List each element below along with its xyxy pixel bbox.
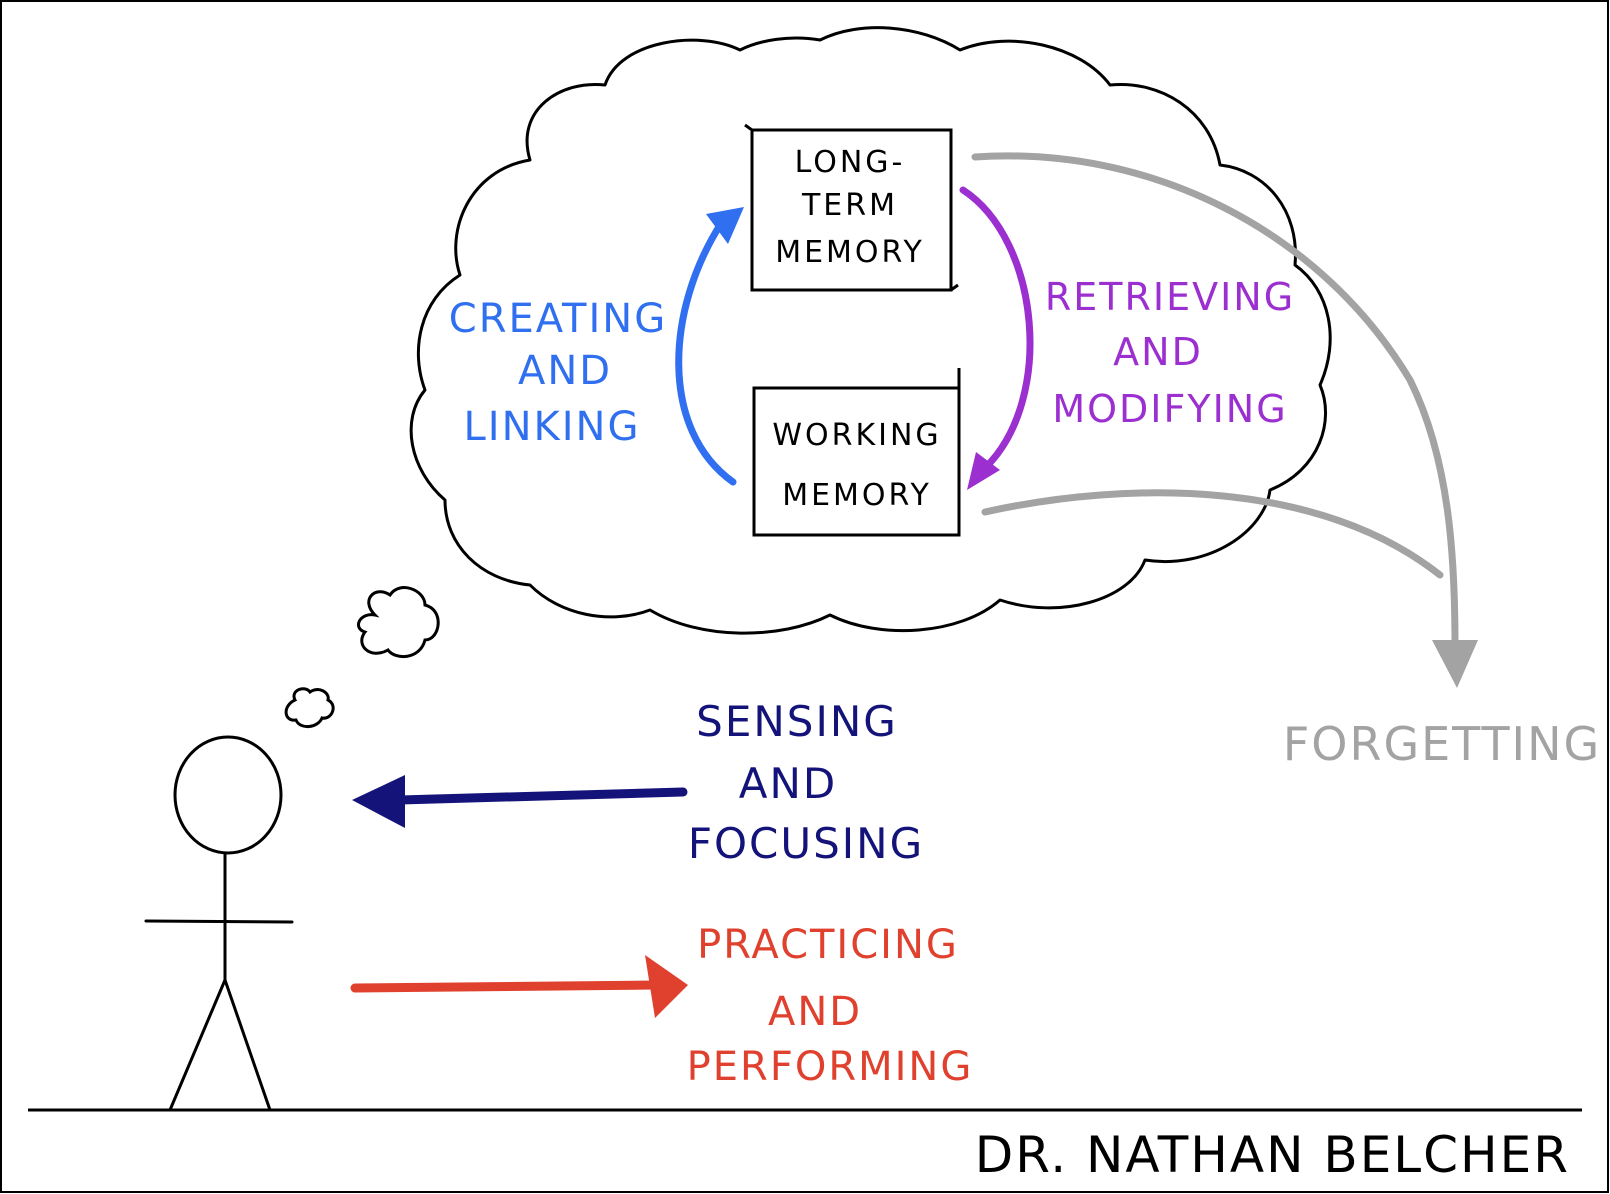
practicing-label: PRACTICING AND PERFORMING	[687, 922, 974, 1090]
figure-head	[173, 735, 283, 855]
sensing-arrow	[352, 775, 688, 828]
working-memory-box: WORKING MEMORY	[752, 368, 961, 537]
stick-figure	[144, 735, 294, 1112]
creating-line-1: CREATING	[449, 296, 667, 342]
forgetting-arrows	[971, 152, 1478, 688]
practicing-line-2: AND	[768, 989, 862, 1035]
creating-line-3: LINKING	[464, 404, 641, 450]
retrieving-line-1: RETRIEVING	[1045, 275, 1295, 319]
thought-bubble-large	[357, 586, 440, 659]
forgetting-label: FORGETTING	[1283, 717, 1601, 771]
wm-line-1: WORKING	[772, 418, 941, 453]
ltm-line-1: LONG-	[795, 145, 906, 180]
sensing-line-2: AND	[739, 759, 838, 808]
thought-cloud	[409, 26, 1332, 635]
sensing-line-3: FOCUSING	[688, 819, 924, 868]
long-term-memory-box: LONG- TERM MEMORY	[744, 123, 959, 292]
retrieving-arrow	[959, 186, 1034, 490]
creating-arrow	[675, 207, 744, 486]
creating-line-2: AND	[518, 348, 612, 394]
ltm-line-3: MEMORY	[775, 235, 925, 270]
practicing-line-1: PRACTICING	[697, 922, 959, 968]
thought-bubble-small	[284, 687, 335, 728]
creating-label: CREATING AND LINKING	[449, 296, 667, 450]
retrieving-line-3: MODIFYING	[1052, 387, 1287, 431]
wm-line-2: MEMORY	[782, 478, 932, 513]
practicing-arrow	[350, 955, 688, 1018]
ltm-line-2: TERM	[801, 188, 898, 223]
signature: DR. NATHAN BELCHER	[975, 1126, 1570, 1184]
sensing-line-1: SENSING	[696, 697, 898, 746]
sensing-label: SENSING AND FOCUSING	[688, 697, 924, 868]
retrieving-label: RETRIEVING AND MODIFYING	[1045, 275, 1295, 431]
practicing-line-3: PERFORMING	[687, 1044, 974, 1090]
retrieving-line-2: AND	[1113, 330, 1203, 374]
